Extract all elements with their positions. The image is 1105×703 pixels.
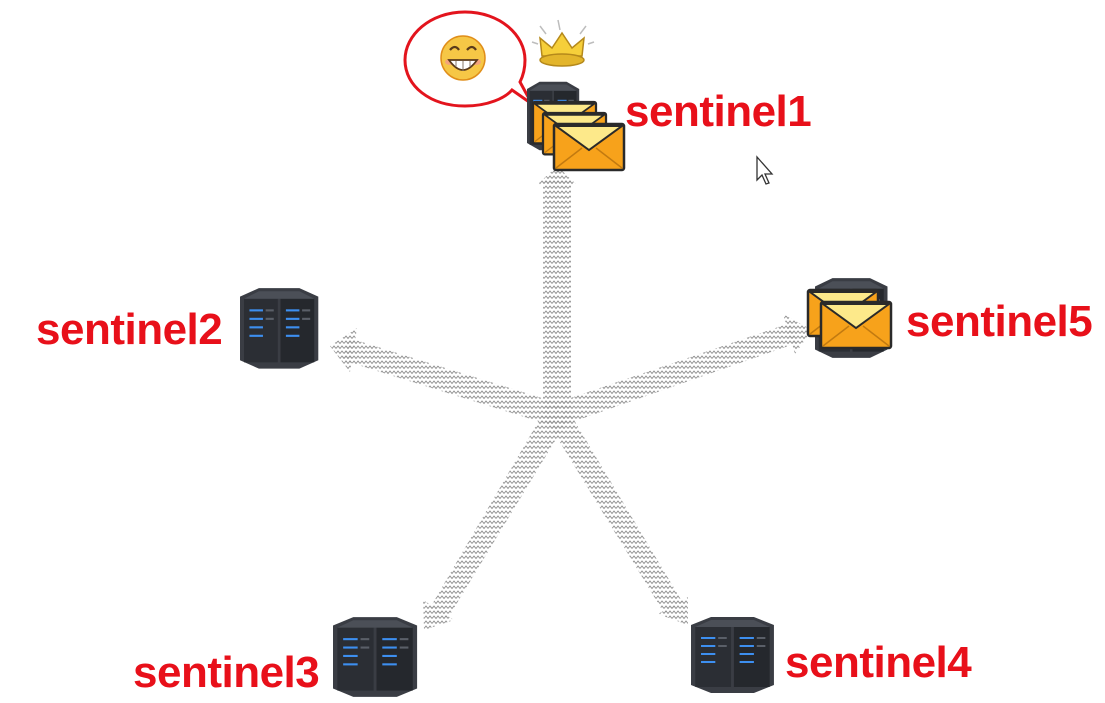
server-rack-icon (240, 288, 319, 369)
edge-to-sentinel2 (330, 328, 561, 426)
server-rack-icon (333, 617, 418, 697)
label-sentinel1: sentinel1 (625, 87, 812, 136)
node-sentinel2 (240, 288, 319, 369)
grinning-face-icon (440, 35, 486, 81)
envelope-icon (552, 122, 626, 172)
label-sentinel3: sentinel3 (133, 648, 320, 697)
crown-icon (531, 19, 595, 67)
node-sentinel4 (691, 617, 774, 693)
label-sentinel4: sentinel4 (785, 638, 972, 687)
label-sentinel2: sentinel2 (36, 305, 223, 354)
edges (330, 166, 812, 630)
speech-bubble (403, 10, 534, 108)
node-sentinel3 (333, 617, 418, 697)
server-rack-icon (691, 617, 774, 693)
edge-to-sentinel5 (553, 314, 812, 426)
label-sentinel5: sentinel5 (906, 297, 1093, 346)
node-sentinel5 (806, 278, 893, 358)
edge-to-sentinel4 (547, 410, 688, 625)
node-sentinel1 (403, 10, 626, 172)
envelope-icon (819, 300, 893, 350)
edge-to-sentinel1 (537, 166, 577, 410)
mouse-pointer-icon (756, 155, 774, 185)
edge-to-sentinel3 (423, 410, 567, 630)
